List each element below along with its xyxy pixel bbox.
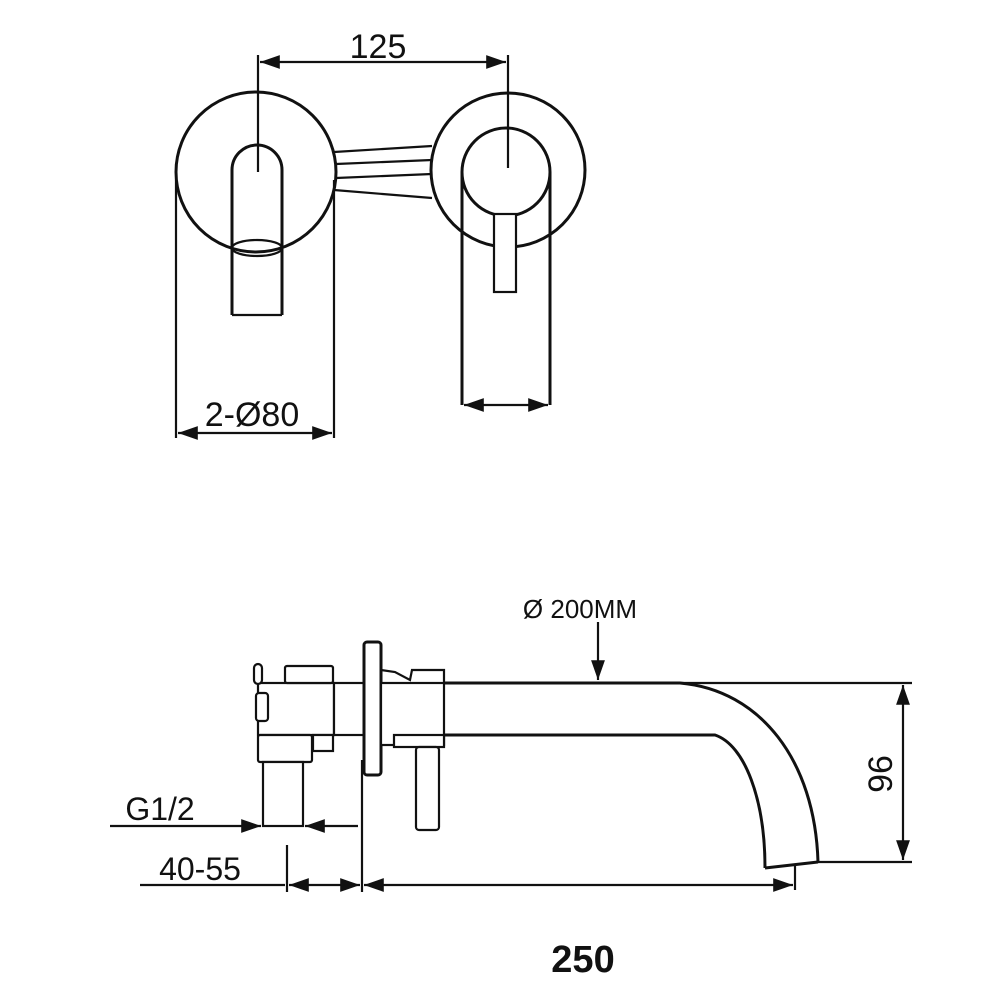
- side-view: Ø 200MM 96: [110, 594, 912, 981]
- left-wall-plate: [174, 90, 338, 254]
- dimension-250: 250: [364, 866, 797, 981]
- dimension-40-55: 40-55: [140, 760, 364, 892]
- dimension-80: 2-Ø80: [174, 180, 336, 440]
- plate-diameter-label: 2-Ø80: [205, 396, 300, 434]
- thread-label: G1/2: [125, 791, 194, 827]
- dimension-96: 96: [680, 681, 912, 864]
- spout-side: [444, 681, 820, 870]
- wall-depth-label: 40-55: [159, 851, 241, 887]
- spout-length-label: 250: [551, 939, 614, 981]
- spout-curve-label: Ø 200MM: [523, 594, 637, 624]
- dimension-g12: G1/2: [110, 791, 358, 833]
- spout-top: [230, 143, 284, 317]
- connector-pipes: [333, 144, 433, 200]
- top-view: 125 2-Ø80: [174, 28, 587, 440]
- spout-height-label: 96: [862, 755, 900, 793]
- mixer-handle-top: [460, 126, 552, 412]
- dimension-125: 125: [256, 28, 510, 172]
- valve-body: [252, 640, 446, 832]
- center-distance-label: 125: [350, 28, 407, 66]
